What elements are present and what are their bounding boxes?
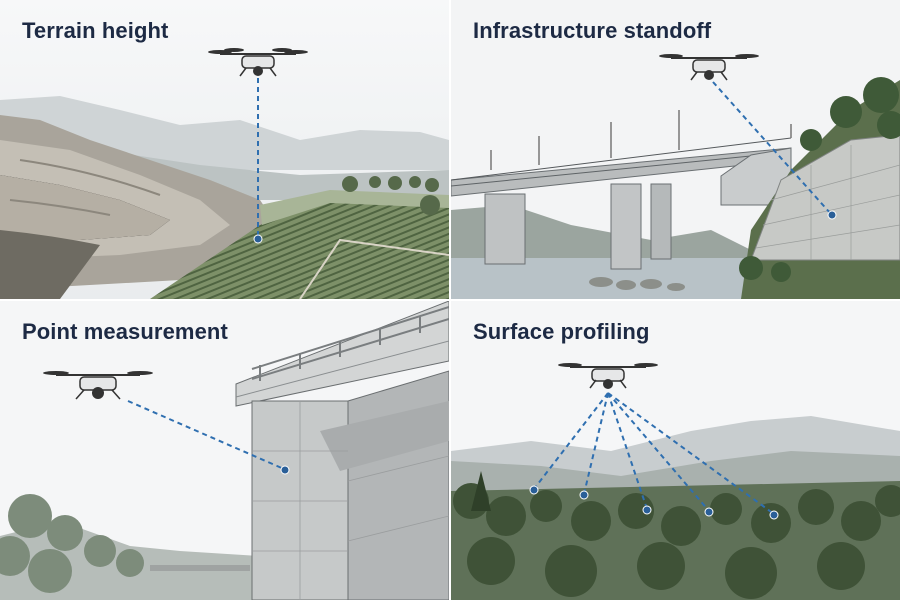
point-measure-line: [127, 400, 285, 470]
crop-field: [150, 200, 449, 299]
point-scene: [0, 301, 449, 600]
standoff-scene: [451, 0, 900, 299]
standoff-measurement-overlay: [659, 54, 837, 220]
pier-point-marker: [280, 465, 290, 475]
panel-infrastructure-standoff: Infrastructure standoff: [451, 0, 900, 299]
panel-title-terrain-height: Terrain height: [22, 18, 169, 43]
panel-terrain-height: Terrain height: [0, 0, 449, 299]
profiling-scene: [451, 301, 900, 600]
profiling-measurement-overlay: [529, 363, 779, 520]
bridge-pier-right: [610, 183, 642, 270]
standoff-measure-line: [712, 81, 832, 215]
panel-title-surface-profiling: Surface profiling: [473, 319, 650, 344]
bridge-pier-left: [484, 193, 526, 265]
wall-point-marker: [827, 210, 837, 220]
drone-icon: [208, 48, 308, 77]
profile-point-markers: [529, 485, 779, 520]
terrain-measurement-overlay: [208, 48, 308, 244]
panel-title-infrastructure-standoff: Infrastructure standoff: [473, 18, 712, 43]
point-measurement-overlay: [43, 371, 290, 475]
panel-point-measurement: Point measurement: [0, 301, 449, 600]
panel-title-point-measurement: Point measurement: [22, 319, 228, 344]
drone-icon: [659, 54, 759, 81]
bridge-railing: [251, 306, 449, 381]
drone-icon: [558, 363, 658, 389]
horizontal-divider: [0, 299, 900, 301]
retaining-wall: [750, 134, 900, 261]
panel-surface-profiling: Surface profiling: [451, 301, 900, 600]
distant-bridge: [150, 565, 250, 571]
profile-measure-lines: [533, 392, 775, 515]
drone-icon: [43, 371, 153, 400]
ground-point-marker: [253, 234, 263, 244]
